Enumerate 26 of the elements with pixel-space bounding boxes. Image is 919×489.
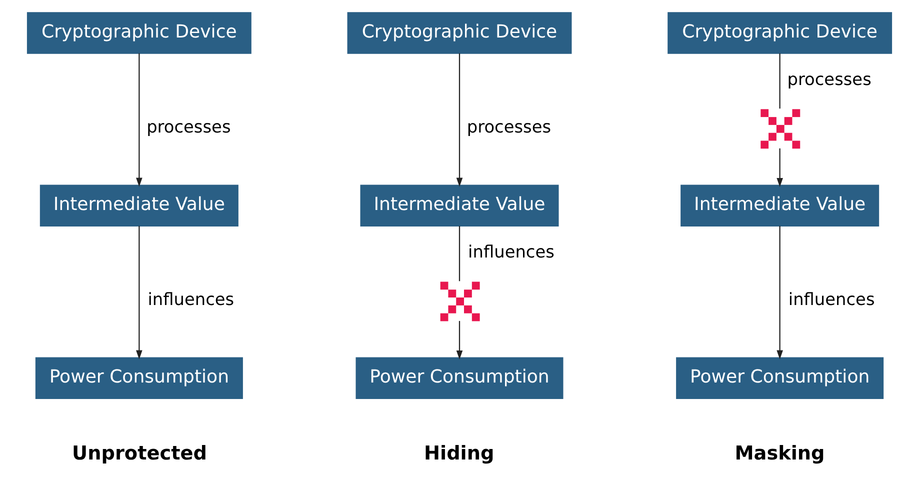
label: Masking <box>734 441 825 464</box>
node-box: Cryptographic Device <box>347 12 572 54</box>
node-box: Power Consumption <box>676 357 884 400</box>
connector <box>458 226 460 282</box>
node-box: Intermediate Value <box>40 184 238 226</box>
label: Hiding <box>424 441 494 464</box>
node-box: Cryptographic Device <box>668 12 892 54</box>
arrow <box>136 53 142 187</box>
arrow <box>456 320 463 360</box>
arrow <box>776 148 783 187</box>
label: Unprotected <box>72 441 207 464</box>
node-box: Intermediate Value <box>680 184 880 226</box>
edge-label: processes <box>466 116 552 136</box>
edge-label: influences <box>148 288 234 309</box>
edge-label: influences <box>788 288 875 309</box>
connector <box>779 53 780 109</box>
node-box: Cryptographic Device <box>26 12 252 54</box>
arrow <box>136 226 142 360</box>
arrow <box>456 53 463 187</box>
node-box: Power Consumption <box>356 357 564 400</box>
edge-label: influences <box>468 241 554 262</box>
arrow <box>776 226 783 360</box>
edge-label: processes <box>787 68 872 89</box>
node-box: Power Consumption <box>35 357 243 400</box>
edge-label: processes <box>146 116 231 136</box>
node-box: Intermediate Value <box>360 184 559 226</box>
